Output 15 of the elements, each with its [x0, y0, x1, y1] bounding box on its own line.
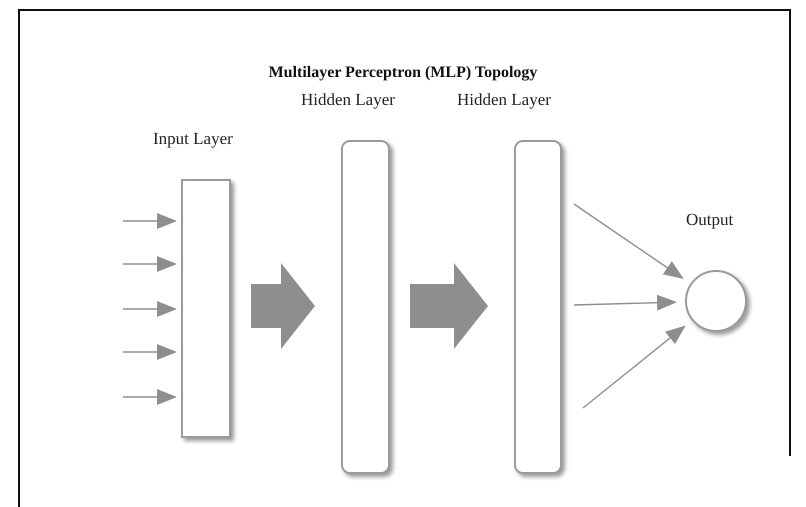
arrow	[123, 256, 177, 272]
arrow	[123, 301, 177, 317]
arrow	[582, 325, 686, 409]
diagram-title: Multilayer Perceptron (MLP) Topology	[268, 64, 538, 82]
block-arrow	[410, 263, 488, 349]
layer-label: Hidden Layer	[457, 90, 551, 110]
arrow	[574, 294, 678, 311]
arrow	[123, 344, 177, 360]
block-arrow	[251, 263, 315, 349]
arrow	[574, 203, 684, 279]
layer-label: Hidden Layer	[301, 90, 395, 110]
arrow	[123, 213, 177, 229]
layer-label: Input Layer	[153, 129, 233, 149]
arrow	[123, 389, 177, 405]
layer-label: Output	[686, 210, 734, 230]
